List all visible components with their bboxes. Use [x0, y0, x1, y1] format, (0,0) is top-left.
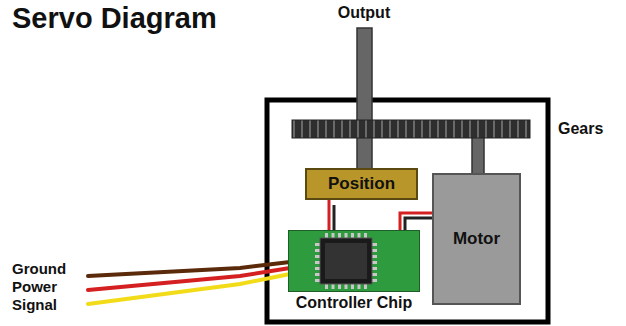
motor-shaft [472, 136, 484, 176]
servo-cable [88, 262, 290, 304]
servo-housing [267, 100, 548, 322]
part-label: Motor [453, 229, 500, 249]
part-label: Output [338, 4, 390, 22]
wire [328, 200, 331, 230]
motor-box: Motor [432, 173, 521, 305]
part-label: Position [328, 174, 395, 194]
chip-symbol [289, 231, 419, 291]
gear-train [292, 120, 530, 138]
position-sensor: Position [305, 168, 418, 200]
part-label: Gears [558, 120, 603, 138]
signal-name: Power [12, 278, 57, 295]
circuit-board [288, 230, 420, 292]
controller-board: Controller Chip [284, 230, 424, 312]
diagram-title: Servo Diagram [12, 2, 217, 35]
part-heading: Controller Chip [296, 294, 412, 312]
signal-name: Ground [12, 260, 66, 277]
signal-name: Signal [12, 296, 57, 313]
output-shaft [357, 28, 372, 170]
